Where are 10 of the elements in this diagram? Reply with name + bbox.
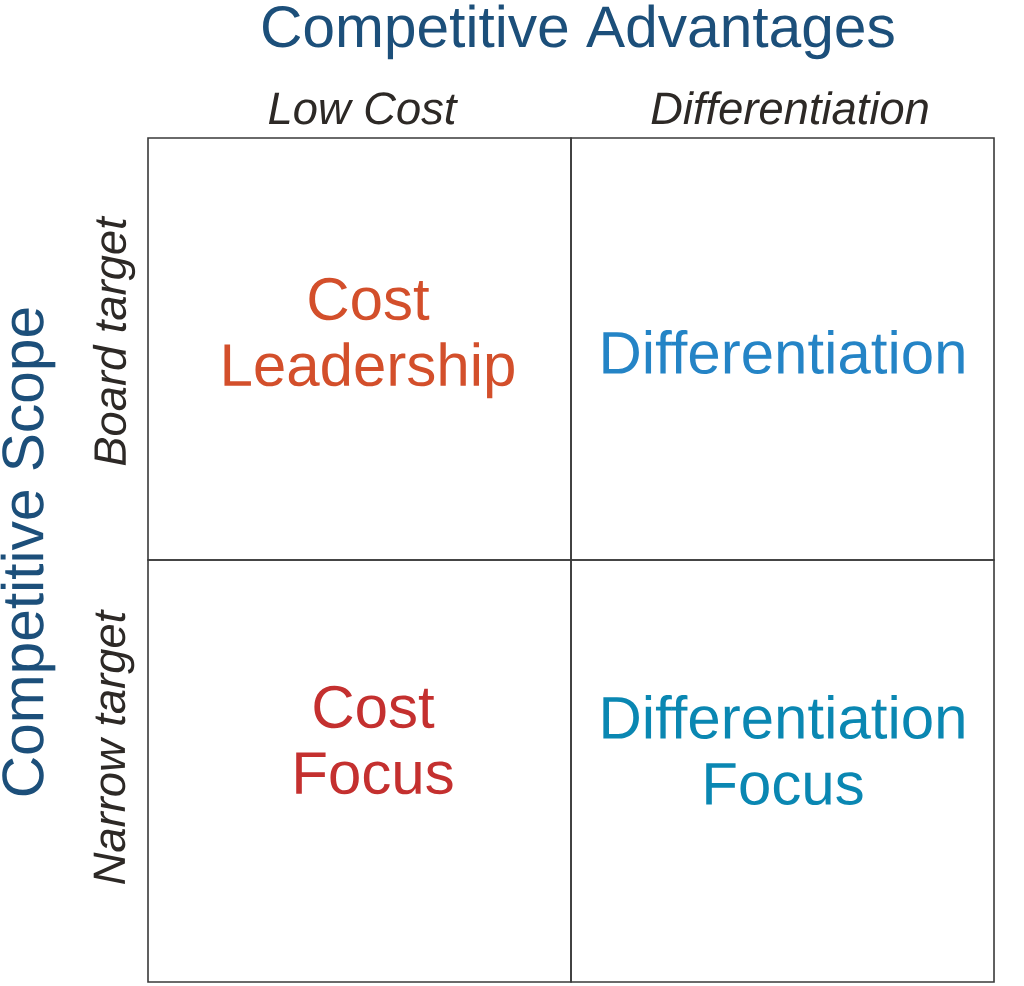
column-header: Low Cost	[268, 92, 458, 125]
column-header: Differentiation	[651, 91, 928, 125]
quadrant-box: Cost Focus	[147, 559, 572, 983]
row-header: Board target	[92, 215, 136, 466]
axis-title: Competitive Scope	[0, 308, 56, 796]
title: Competitive Advantages	[263, 4, 894, 60]
row-header: Narrow target	[93, 609, 135, 884]
quadrant-box: Differentiation Focus	[570, 559, 995, 983]
quadrant-box: Cost Leadership	[147, 137, 572, 561]
quadrant-box: Differentiation	[570, 137, 995, 561]
